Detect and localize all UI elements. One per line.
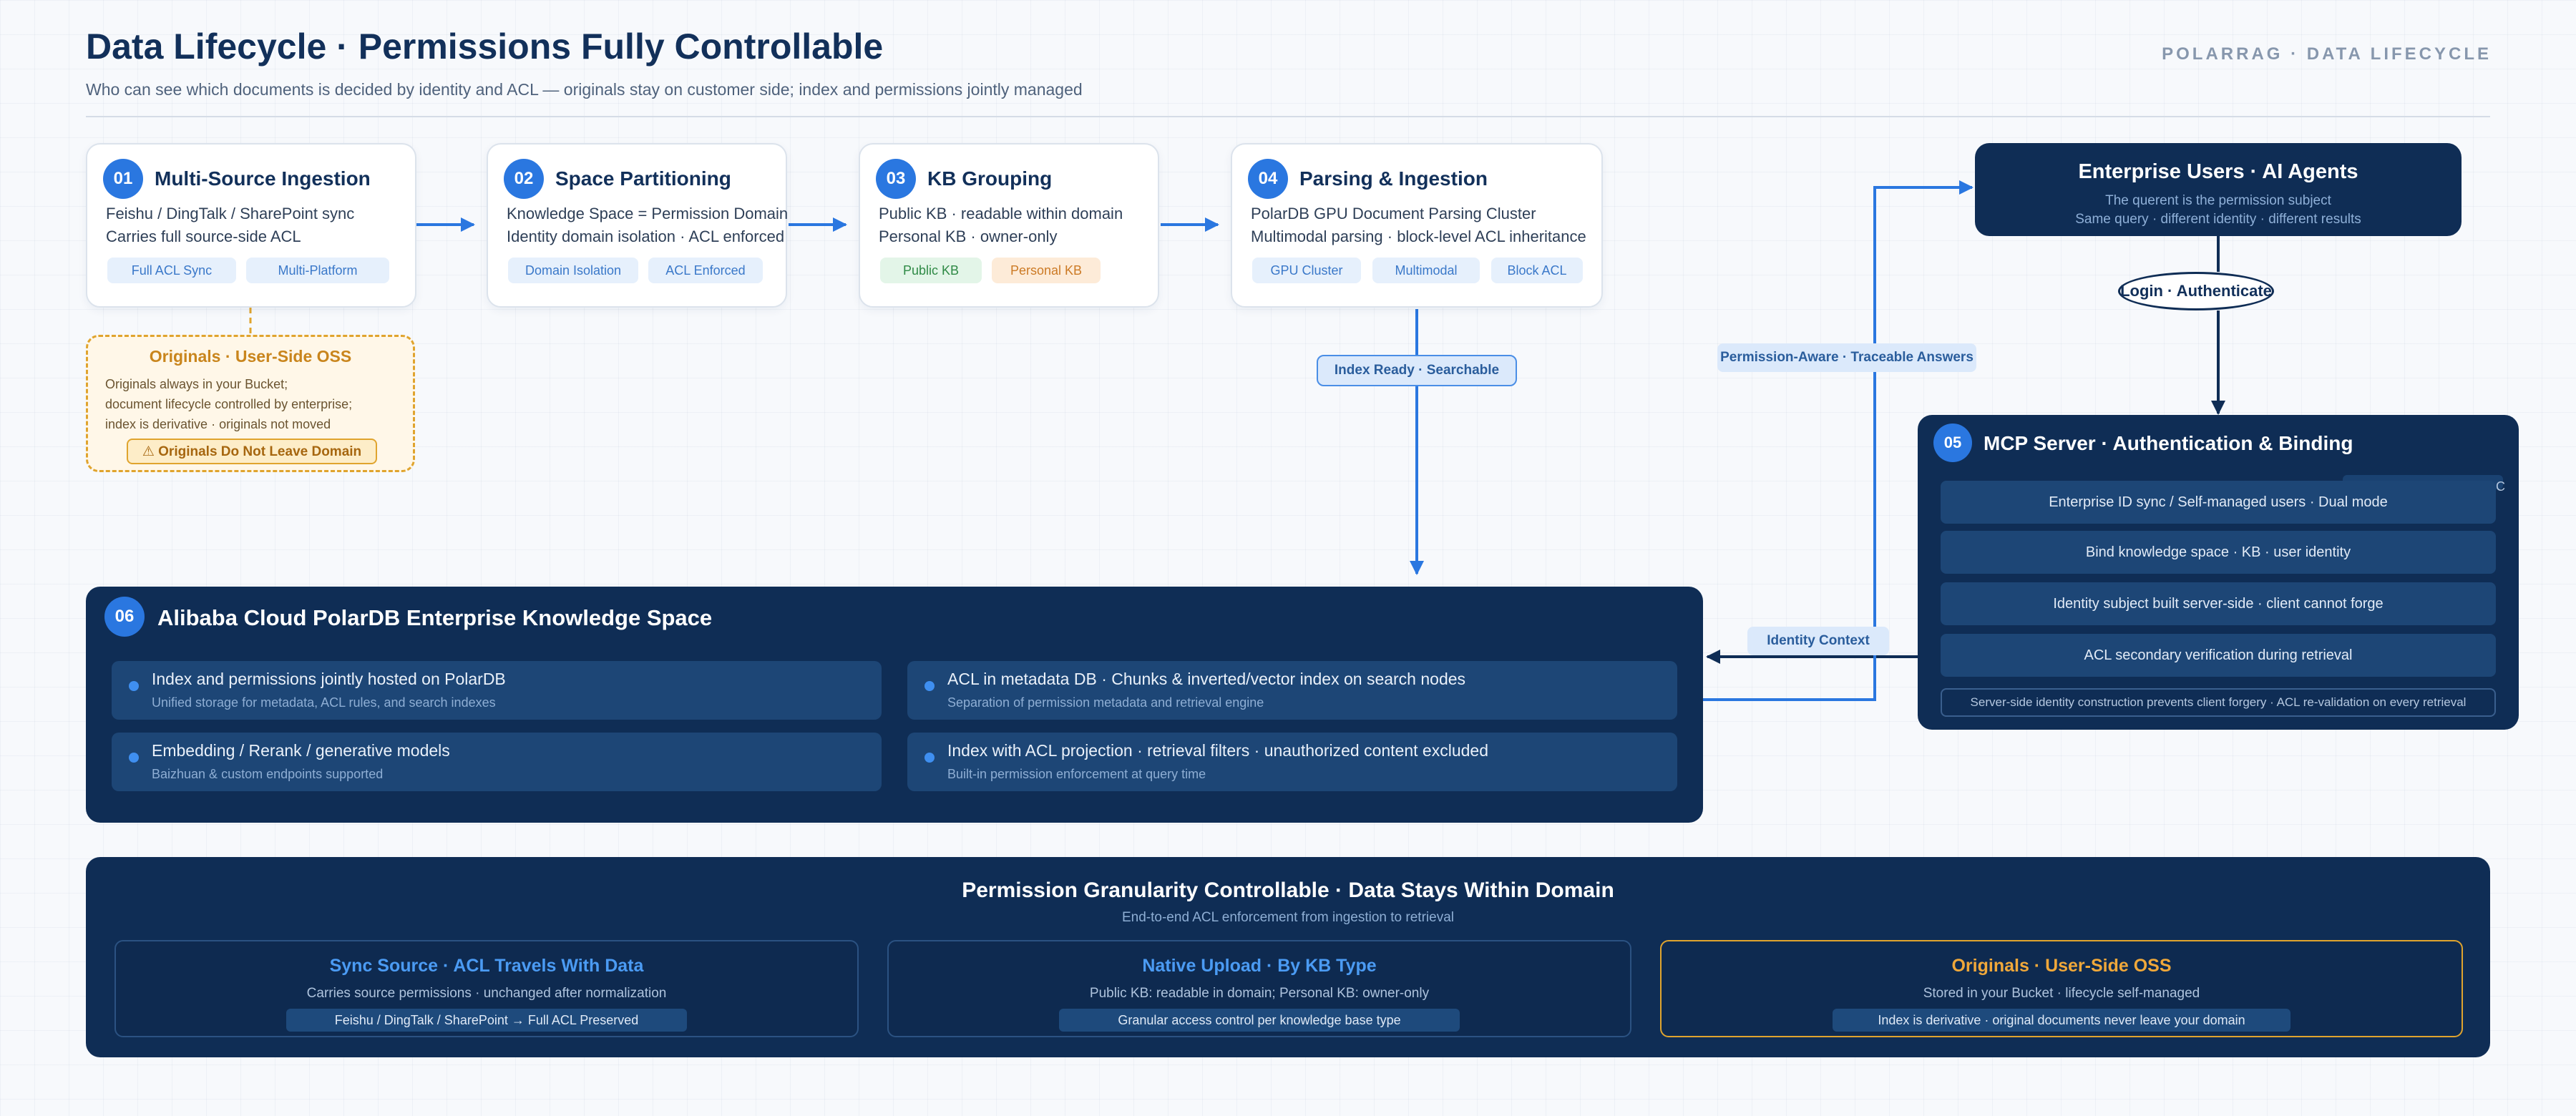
chip-domain-isolation: Domain Isolation <box>508 258 638 283</box>
bullet-dot-icon <box>924 681 935 691</box>
chip-full-acl-sync: Full ACL Sync <box>107 258 236 283</box>
bullet-dot-icon <box>129 753 139 763</box>
step-card-04: 04 Parsing & Ingestion PolarDB GPU Docum… <box>1231 143 1603 308</box>
step-line: Carries full source-side ACL <box>106 227 301 245</box>
brand-label: POLARRAG · DATA LIFECYCLE <box>2162 44 2492 64</box>
mcp-server-box: 05 MCP Server · Authentication & Binding… <box>1918 415 2519 730</box>
step-number-01: 01 <box>103 159 143 199</box>
kb-cell-title: Index with ACL projection · retrieval fi… <box>947 741 1488 760</box>
mcp-stray-char: C <box>2496 479 2505 494</box>
step-line: Feishu / DingTalk / SharePoint sync <box>106 205 355 222</box>
kb-cell: Index with ACL projection · retrieval fi… <box>907 733 1677 791</box>
oss-warning-badge: ⚠ Originals Do Not Leave Domain <box>127 439 377 464</box>
summary-column-text: Carries source permissions · unchanged a… <box>306 986 667 1001</box>
arrow-kb-users <box>1703 180 1974 701</box>
page-subtitle: Who can see which documents is decided b… <box>86 80 1083 99</box>
chip-public-kb: Public KB <box>880 258 982 283</box>
mcp-title: MCP Server · Authentication & Binding <box>1984 432 2353 454</box>
summary-subtitle: End-to-end ACL enforcement from ingestio… <box>1122 910 1454 925</box>
step-number-05: 05 <box>1933 424 1972 462</box>
summary-column-title: Originals · User-Side OSS <box>1951 956 2172 976</box>
step-line: Public KB · readable within domain <box>879 205 1123 222</box>
kb-cell-title: Index and permissions jointly hosted on … <box>152 670 506 688</box>
mcp-row: Enterprise ID sync / Self-managed users … <box>1941 481 2496 524</box>
users-subtitle-1: The querent is the permission subject <box>2105 193 2331 208</box>
summary-panel: Permission Granularity Controllable · Da… <box>86 857 2490 1057</box>
bullet-dot-icon <box>924 753 935 763</box>
step-card-03: 03 KB Grouping Public KB · readable with… <box>859 143 1159 308</box>
step-number-04: 04 <box>1248 159 1288 199</box>
login-authenticate-node: Login · Authenticate <box>2118 272 2274 310</box>
summary-column-title: Native Upload · By KB Type <box>1142 956 1377 976</box>
step-number-03: 03 <box>876 159 916 199</box>
kb-cell-sub: Built-in permission enforcement at query… <box>947 767 1206 781</box>
oss-line: document lifecycle controlled by enterpr… <box>105 397 353 411</box>
summary-column-title: Sync Source · ACL Travels With Data <box>329 956 644 976</box>
kb-cell-sub: Baizhuan & custom endpoints supported <box>152 767 384 781</box>
step-title-03: KB Grouping <box>927 167 1053 190</box>
step-line: Knowledge Space = Permission Domain <box>507 205 789 222</box>
step-title-01: Multi-Source Ingestion <box>155 167 371 190</box>
summary-column-text: Public KB: readable in domain; Personal … <box>1089 986 1430 1001</box>
summary-column-sync: Sync Source · ACL Travels With Data Carr… <box>114 940 859 1037</box>
step-card-02: 02 Space Partitioning Knowledge Space = … <box>487 143 789 308</box>
chip-multi-platform: Multi-Platform <box>246 258 389 283</box>
step-line: Multimodal parsing · block-level ACL inh… <box>1251 227 1586 245</box>
enterprise-users-box: Enterprise Users · AI Agents The querent… <box>1975 143 2462 236</box>
tag-identity-context: Identity Context <box>1747 627 1889 655</box>
oss-line: Originals always in your Bucket; <box>105 377 288 391</box>
step-line: PolarDB GPU Document Parsing Cluster <box>1251 205 1536 222</box>
originals-oss-box: Originals · User-Side OSS Originals alwa… <box>86 335 415 472</box>
summary-column-oss: Originals · User-Side OSS Stored in your… <box>1660 940 2463 1037</box>
header-divider <box>86 116 2490 117</box>
summary-column-pill: Index is derivative · original documents… <box>1833 1009 2290 1032</box>
mcp-row: ACL secondary verification during retrie… <box>1941 634 2496 677</box>
kb-cell-sub: Separation of permission metadata and re… <box>947 695 1264 710</box>
tag-permission-aware: Permission-Aware · Traceable Answers <box>1717 343 1976 372</box>
summary-column-upload: Native Upload · By KB Type Public KB: re… <box>887 940 1631 1037</box>
step-number-06: 06 <box>104 597 145 637</box>
kb-cell-title: Embedding / Rerank / generative models <box>152 741 450 760</box>
knowledge-space-box: 06 Alibaba Cloud PolarDB Enterprise Know… <box>86 587 1703 823</box>
kb-cell: Embedding / Rerank / generative models B… <box>112 733 882 791</box>
step-line: Personal KB · owner-only <box>879 227 1058 245</box>
chip-acl-enforced: ACL Enforced <box>648 258 763 283</box>
mcp-footer: Server-side identity construction preven… <box>1941 688 2496 717</box>
mcp-row: Identity subject built server-side · cli… <box>1941 582 2496 625</box>
step-number-02: 02 <box>504 159 544 199</box>
chip-multimodal: Multimodal <box>1372 258 1480 283</box>
page-title: Data Lifecycle · Permissions Fully Contr… <box>86 26 884 67</box>
summary-column-pill: Granular access control per knowledge ba… <box>1059 1009 1460 1032</box>
tag-index-ready: Index Ready · Searchable <box>1317 355 1517 386</box>
kb-cell-sub: Unified storage for metadata, ACL rules,… <box>152 695 496 710</box>
step-card-01: 01 Multi-Source Ingestion Feishu / DingT… <box>86 143 416 308</box>
kb-title: Alibaba Cloud PolarDB Enterprise Knowled… <box>157 605 713 630</box>
bullet-dot-icon <box>129 681 139 691</box>
kb-cell-title: ACL in metadata DB · Chunks & inverted/v… <box>947 670 1466 688</box>
step-title-02: Space Partitioning <box>555 167 731 190</box>
chip-personal-kb: Personal KB <box>992 258 1101 283</box>
kb-cell: ACL in metadata DB · Chunks & inverted/v… <box>907 661 1677 720</box>
mcp-row: Bind knowledge space · KB · user identit… <box>1941 531 2496 574</box>
users-title: Enterprise Users · AI Agents <box>2078 160 2358 183</box>
summary-title: Permission Granularity Controllable · Da… <box>962 878 1614 902</box>
users-subtitle-2: Same query · different identity · differ… <box>2075 212 2361 227</box>
chip-block-acl: Block ACL <box>1491 258 1583 283</box>
oss-line: index is derivative · originals not move… <box>105 417 331 431</box>
summary-column-pill: Feishu / DingTalk / SharePoint → Full AC… <box>286 1009 687 1032</box>
summary-column-text: Stored in your Bucket · lifecycle self-m… <box>1923 986 2200 1001</box>
step-line: Identity domain isolation · ACL enforced <box>507 227 785 245</box>
kb-cell: Index and permissions jointly hosted on … <box>112 661 882 720</box>
step-title-04: Parsing & Ingestion <box>1299 167 1488 190</box>
oss-title: Originals · User-Side OSS <box>149 347 352 366</box>
chip-gpu-cluster: GPU Cluster <box>1252 258 1361 283</box>
